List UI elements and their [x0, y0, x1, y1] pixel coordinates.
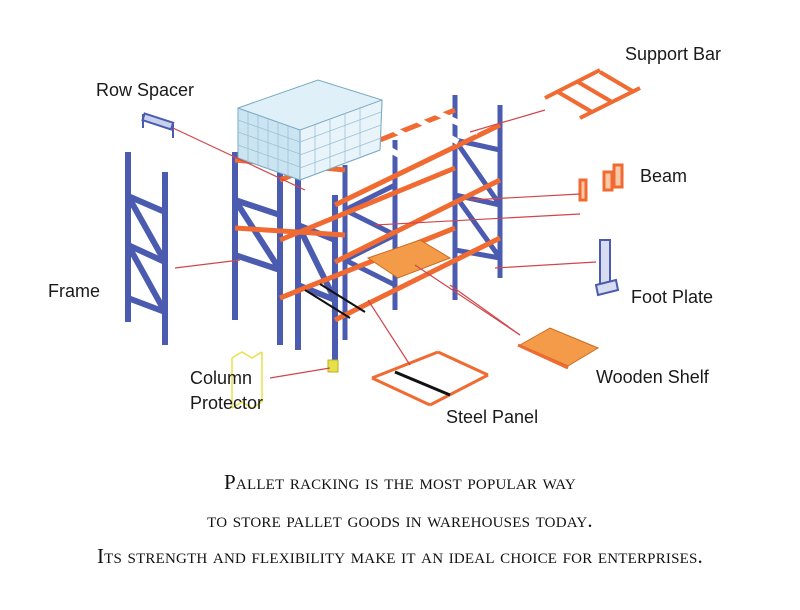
leader-lines [172, 109, 597, 379]
label-column: Column [190, 368, 253, 388]
installed-column-protector [327, 359, 339, 373]
label-row-spacer: Row Spacer [96, 80, 195, 100]
caption-line-3: Its strength and flexibility make it an … [96, 544, 704, 568]
wooden-shelf-part [517, 327, 600, 370]
foot-plate-part [594, 239, 620, 297]
beam-part [578, 163, 624, 202]
label-protector: Protector [190, 393, 264, 413]
installed-wooden-shelf [366, 239, 452, 279]
caption-line-2: to store pallet goods in warehouses toda… [207, 508, 593, 532]
caption-line-1: Pallet racking is the most popular way [224, 470, 576, 494]
installed-steel-panel [304, 283, 366, 319]
steel-panel-part [371, 350, 489, 407]
frame-part [125, 152, 168, 345]
middle-frame [342, 140, 398, 340]
racking-assembly [232, 79, 503, 373]
row-spacer-part [141, 112, 175, 138]
front-frame [232, 152, 338, 365]
pallet-goods [237, 79, 383, 181]
label-frame: Frame [48, 281, 101, 301]
label-foot-plate: Foot Plate [631, 287, 714, 307]
column-protector-part [231, 351, 263, 409]
rear-frame [452, 95, 503, 300]
label-steel-panel: Steel Panel [446, 407, 539, 427]
support-bar-part [544, 68, 641, 120]
label-wooden-shelf: Wooden Shelf [596, 367, 709, 387]
label-support-bar: Support Bar [625, 44, 722, 64]
label-beam: Beam [640, 166, 688, 186]
